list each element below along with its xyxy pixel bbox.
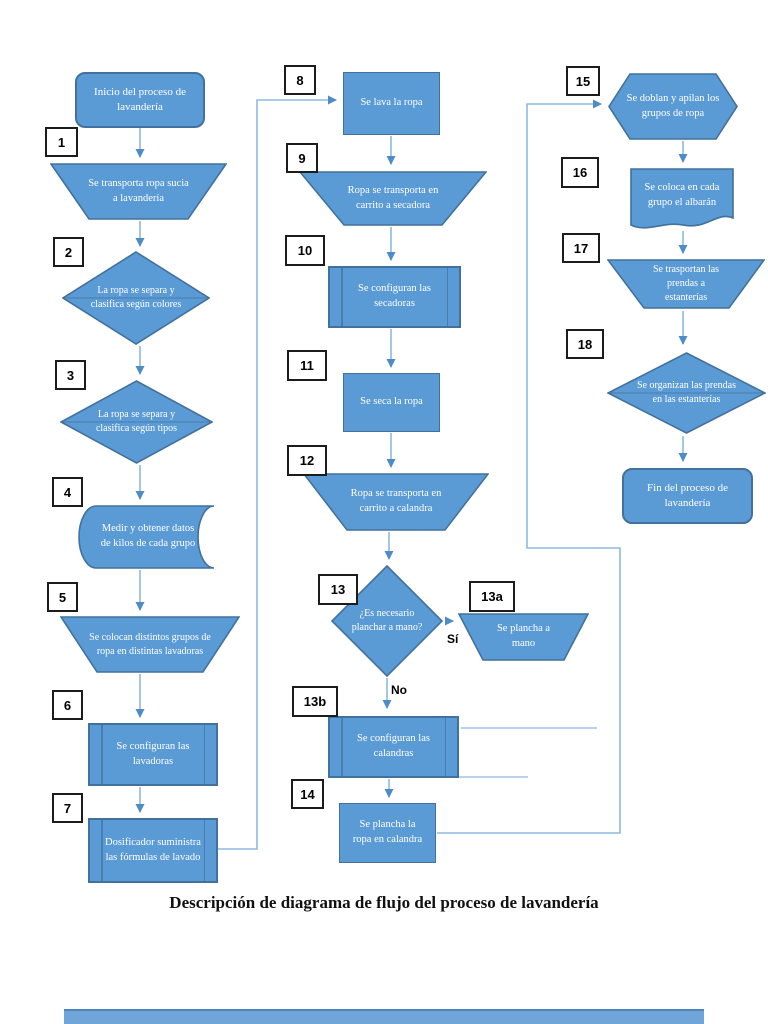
trapezoid-shape <box>60 616 240 673</box>
next-page-strip <box>64 1009 704 1024</box>
node-7-dosificador: Dosificador suministra las fórmulas de l… <box>88 818 218 883</box>
trapezoid-shape <box>50 163 227 220</box>
predefined-process-right-line <box>444 718 446 776</box>
node-16-albaran-document: Se coloca en cada grupo el albarán <box>630 168 734 232</box>
node-end: Fin del proceso de lavandería <box>622 468 753 524</box>
node-13a-label: Se plancha a mano <box>496 623 551 649</box>
predefined-process-left-line <box>101 820 103 881</box>
badge-10: 10 <box>285 235 325 266</box>
node-3-label: La ropa se separa y clasifica según tipo… <box>95 409 178 434</box>
node-14-iron-in-calandra: Se plancha la ropa en calandra <box>339 803 436 863</box>
trapezoid-shape <box>607 259 765 309</box>
node-11-dry: Se seca la ropa <box>343 373 440 432</box>
node-11-label: Se seca la ropa <box>360 396 423 408</box>
node-17-transport-to-shelves: Se trasportan las prendas a estanterías <box>607 259 765 309</box>
node-6-label: Se configuran las lavadoras <box>116 740 190 767</box>
node-9-cart-to-dryer: Ropa se transporta en carrito a secadora <box>299 171 487 226</box>
node-5-load-washers: Se colocan distintos grupos de ropa en d… <box>60 616 240 673</box>
predefined-process-left-line <box>341 718 343 776</box>
stored-data-shape <box>78 505 215 569</box>
predefined-process-left-line <box>101 725 103 784</box>
node-4-measure-kilos: Medir y obtener datos de kilos de cada g… <box>77 505 215 569</box>
node-4-label: Medir y obtener datos de kilos de cada g… <box>100 523 196 549</box>
diagram-caption: Descripción de diagrama de flujo del pro… <box>169 893 599 912</box>
connector-7-8 <box>218 95 337 850</box>
node-12-label: Ropa se transporta en carrito a calandra <box>350 488 442 514</box>
diamond-shape <box>60 380 213 464</box>
node-5-label: Se colocan distintos grupos de ropa en d… <box>89 631 211 657</box>
node-10-label: Se configuran las secadoras <box>358 283 431 309</box>
badge-3: 3 <box>55 360 86 390</box>
badge-15: 15 <box>566 66 600 96</box>
node-6-configure-washers: Se configuran las lavadoras <box>88 723 218 786</box>
badge-17: 17 <box>562 233 600 263</box>
node-10-configure-dryers: Se configuran las secadoras <box>328 266 461 328</box>
trapezoid-shape <box>299 171 487 226</box>
badge-16: 16 <box>561 157 599 188</box>
predefined-process-left-line <box>341 268 343 326</box>
node-14-label: Se plancha la ropa en calandra <box>352 819 423 845</box>
trapezoid-shape <box>303 473 489 531</box>
node-1-label: Se transporta ropa sucia a lavandería <box>88 177 189 204</box>
badge-2: 2 <box>53 237 84 267</box>
connector-14-15 <box>437 99 621 834</box>
node-15-label: Se doblan y apilan los grupos de ropa <box>626 92 720 119</box>
document-shape <box>630 168 734 229</box>
node-17-label: Se trasportan las prendas a estanterías <box>652 264 720 303</box>
trapezoid-shape <box>458 613 589 661</box>
predefined-process-right-line <box>203 820 205 881</box>
predefined-process-right-line <box>446 268 448 326</box>
node-7-label: Dosificador suministra las fórmulas de l… <box>105 836 201 863</box>
node-8-wash: Se lava la ropa <box>343 72 440 135</box>
node-2-label: La ropa se separa y clasifica según colo… <box>90 285 182 310</box>
node-end-label: Fin del proceso de lavandería <box>647 481 728 509</box>
node-8-label: Se lava la ropa <box>360 97 423 109</box>
badge-8: 8 <box>284 65 316 95</box>
badge-13a: 13a <box>469 581 515 612</box>
node-18-organize-shelves: Se organizan las prendas en las estanter… <box>607 352 766 434</box>
badge-12: 12 <box>287 445 327 476</box>
diamond-shape <box>607 352 766 434</box>
badge-9: 9 <box>286 143 318 173</box>
badge-6: 6 <box>52 690 83 720</box>
node-16-label: Se coloca en cada grupo el albarán <box>644 182 720 208</box>
node-3-classify-types: La ropa se separa y clasifica según tipo… <box>60 380 213 464</box>
node-2-classify-colors: La ropa se separa y clasifica según colo… <box>62 251 210 345</box>
badge-11: 11 <box>287 350 327 381</box>
decision-no-label: No <box>391 683 407 697</box>
badge-5: 5 <box>47 582 78 612</box>
node-13b-configure-calandras: Se configuran las calandras <box>328 716 459 778</box>
node-15-fold-stack: Se doblan y apilan los grupos de ropa <box>608 73 738 140</box>
node-start: Inicio del proceso de lavandería <box>75 72 205 128</box>
decision-yes-label: Sí <box>447 632 459 646</box>
node-18-label: Se organizan las prendas en las estanter… <box>637 380 736 405</box>
node-12-cart-to-calandra: Ropa se transporta en carrito a calandra <box>303 473 489 531</box>
node-9-label: Ropa se transporta en carrito a secadora <box>347 184 439 211</box>
badge-1: 1 <box>45 127 78 157</box>
node-start-label: Inicio del proceso de lavandería <box>94 85 186 113</box>
predefined-process-right-line <box>203 725 205 784</box>
badge-13: 13 <box>318 574 358 605</box>
diamond-shape <box>62 251 210 345</box>
badge-7: 7 <box>52 793 83 823</box>
node-13b-label: Se configuran las calandras <box>357 733 430 759</box>
node-13-label: ¿Es necesario planchar a mano? <box>351 608 423 633</box>
badge-4: 4 <box>52 477 83 507</box>
badge-18: 18 <box>566 329 604 359</box>
badge-14: 14 <box>291 779 324 809</box>
node-1-transport-dirty-clothes: Se transporta ropa sucia a lavandería <box>50 163 227 220</box>
node-13a-hand-iron: Se plancha a mano <box>458 613 589 661</box>
hexagon-shape <box>608 73 738 140</box>
badge-13b: 13b <box>292 686 338 717</box>
